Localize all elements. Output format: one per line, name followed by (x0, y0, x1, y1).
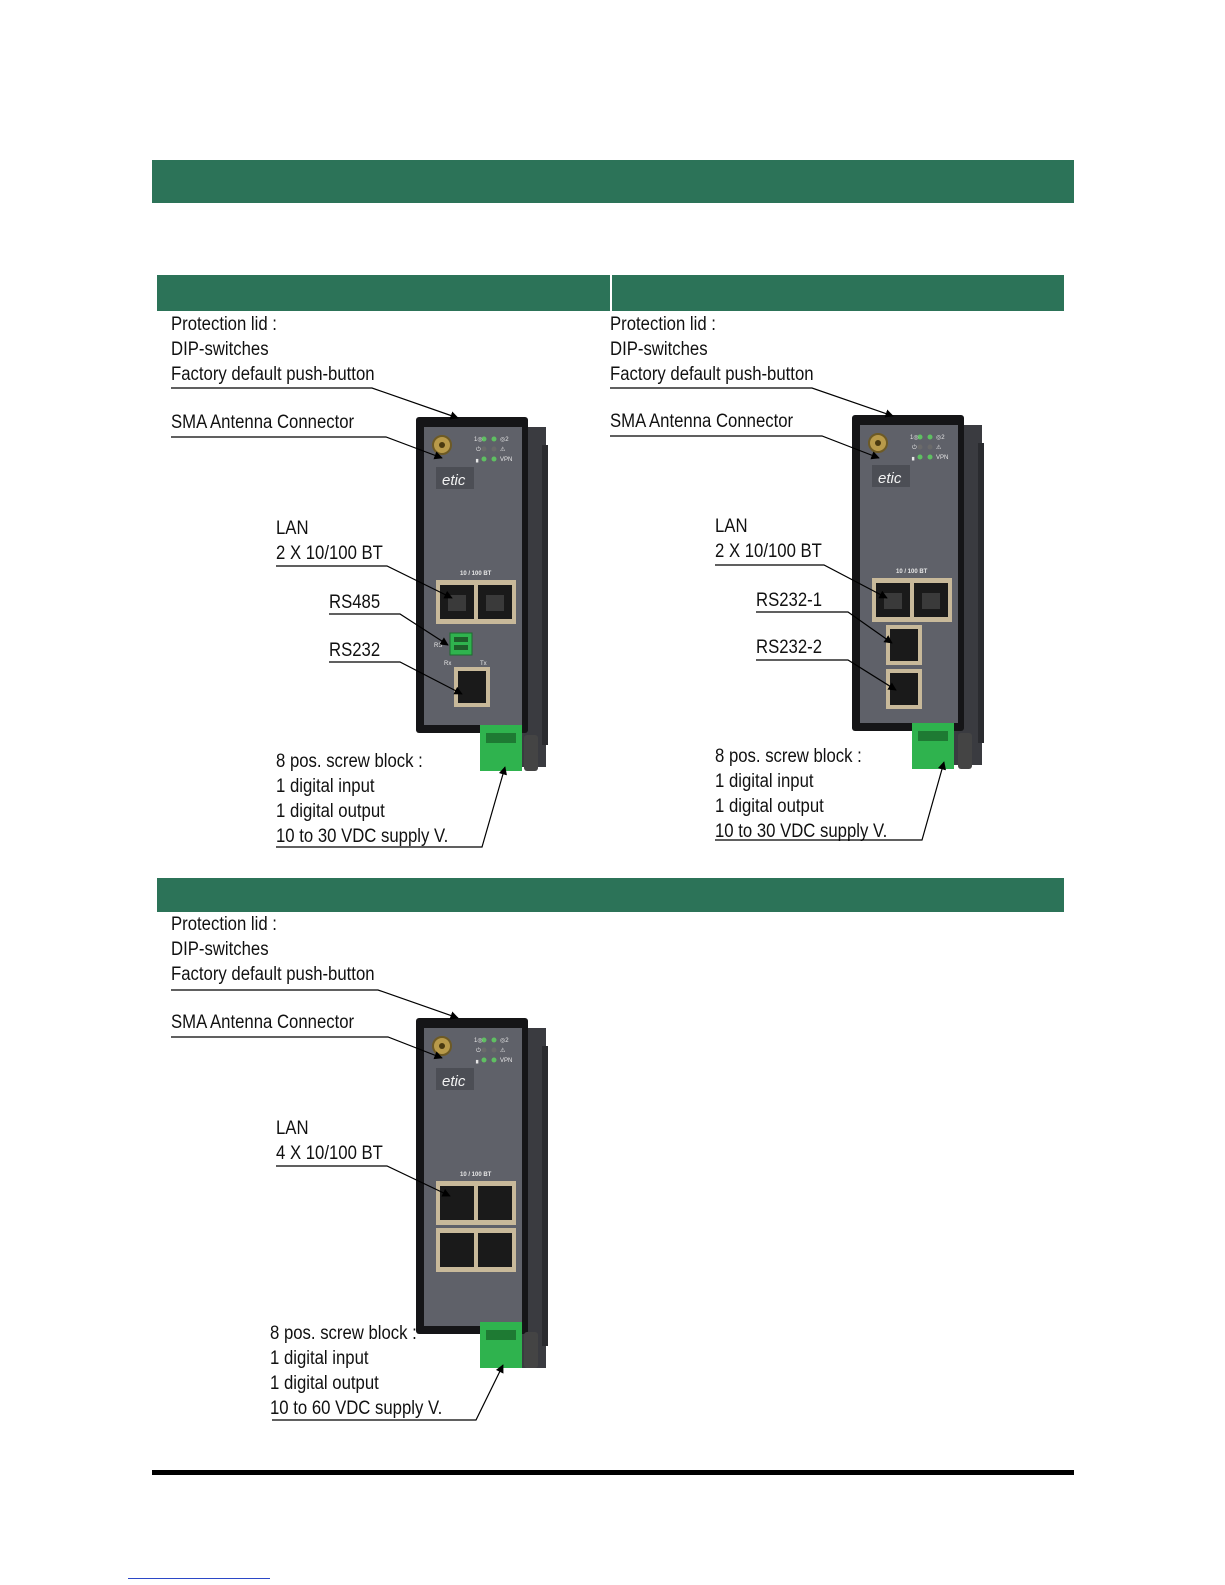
section-header-bar (152, 160, 1074, 203)
device-image-2: 1◎ ◎2 ⏻ ⚠ ▖ VPN etic 10 / 100 BT (852, 415, 984, 769)
svg-text:1◎: 1◎ (910, 435, 919, 441)
footer-rule (152, 1470, 1074, 1475)
brand-logo: etic (442, 1073, 466, 1090)
svg-text:◎2: ◎2 (500, 437, 509, 443)
label-sma-antenna: SMA Antenna Connector (171, 1012, 355, 1033)
svg-text:◎2: ◎2 (936, 435, 945, 441)
vpn-label: VPN (500, 457, 512, 463)
rs-short-label: RS (434, 643, 442, 649)
vpn-label: VPN (500, 1058, 512, 1064)
vpn-label: VPN (936, 455, 948, 461)
port-header-label: 10 / 100 BT (460, 571, 492, 577)
label-sma-antenna: SMA Antenna Connector (171, 412, 355, 433)
table-header-bottom (157, 878, 1064, 912)
table-header-left (157, 275, 610, 311)
svg-text:⏻: ⏻ (476, 446, 481, 453)
label-rs232-1: RS232-1 (756, 590, 822, 611)
footer-link-underline (128, 1578, 270, 1579)
svg-text:◎2: ◎2 (500, 1038, 509, 1044)
svg-text:⚠: ⚠ (936, 444, 942, 451)
label-rs485: RS485 (329, 592, 381, 613)
rx-label: Rx (444, 661, 451, 667)
brand-logo: etic (442, 472, 466, 489)
label-rs232: RS232 (329, 640, 381, 661)
port-header-label: 10 / 100 BT (896, 569, 928, 575)
label-sma-antenna: SMA Antenna Connector (610, 411, 794, 432)
svg-text:▖: ▖ (475, 1058, 481, 1064)
svg-text:⏻: ⏻ (476, 1047, 481, 1054)
tx-label: Tx (480, 661, 487, 667)
label-rs232-2: RS232-2 (756, 637, 822, 658)
svg-text:▖: ▖ (911, 455, 917, 461)
svg-text:1◎: 1◎ (474, 1038, 483, 1044)
svg-text:⏻: ⏻ (912, 444, 917, 451)
svg-text:⚠: ⚠ (500, 1047, 506, 1054)
svg-text:1◎: 1◎ (474, 437, 483, 443)
table-header-right (612, 275, 1064, 311)
device-image-1: 1◎ ◎2 ⏻ ⚠ ▖ VPN etic 10 / 100 BT RS Rx Tx (416, 417, 548, 771)
svg-text:▖: ▖ (475, 457, 481, 463)
brand-logo: etic (878, 470, 902, 487)
svg-text:⚠: ⚠ (500, 446, 506, 453)
port-header-label: 10 / 100 BT (460, 1172, 492, 1178)
